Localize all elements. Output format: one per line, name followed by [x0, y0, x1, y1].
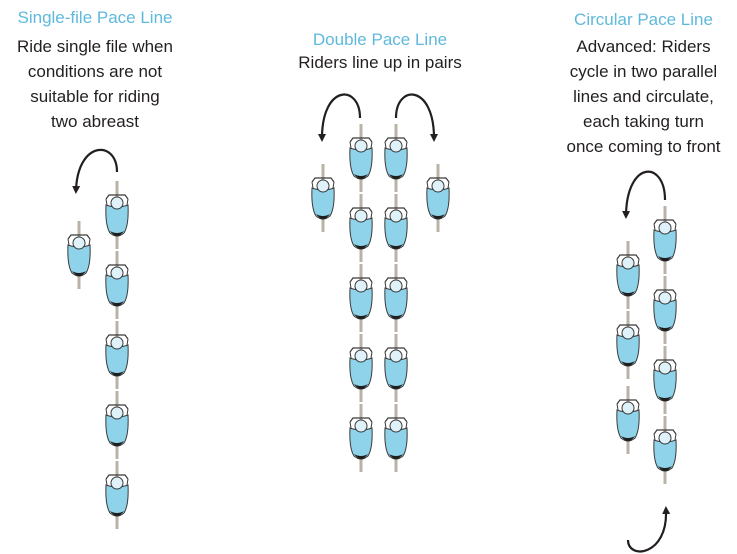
cyclist-top-view-icon	[427, 164, 449, 232]
curved-arrow-icon	[628, 510, 666, 551]
cyclist-top-view-icon	[106, 321, 128, 389]
cyclist-top-view-icon	[385, 124, 407, 192]
cyclist-top-view-icon	[385, 194, 407, 262]
cyclist-top-view-icon	[106, 181, 128, 249]
cyclist-top-view-icon	[617, 311, 639, 379]
curved-arrow-icon	[626, 172, 665, 215]
curved-arrow-icon	[76, 150, 117, 190]
cyclist-top-view-icon	[68, 221, 90, 289]
cyclist-top-view-icon	[106, 391, 128, 459]
cyclist-top-view-icon	[385, 264, 407, 332]
curved-arrow-icon	[396, 95, 434, 138]
cyclist-top-view-icon	[350, 334, 372, 402]
riders-layer	[68, 124, 676, 529]
cyclist-top-view-icon	[654, 346, 676, 414]
cyclist-top-view-icon	[312, 164, 334, 232]
cyclist-top-view-icon	[654, 416, 676, 484]
cyclist-top-view-icon	[106, 461, 128, 529]
cyclist-top-view-icon	[654, 276, 676, 344]
cyclist-top-view-icon	[350, 124, 372, 192]
cyclist-top-view-icon	[350, 194, 372, 262]
curved-arrow-icon	[322, 95, 360, 138]
cyclist-top-view-icon	[617, 241, 639, 309]
cyclist-top-view-icon	[106, 251, 128, 319]
cyclist-top-view-icon	[617, 386, 639, 454]
cyclist-top-view-icon	[385, 404, 407, 472]
cyclist-top-view-icon	[385, 334, 407, 402]
cyclist-top-view-icon	[350, 264, 372, 332]
cyclist-top-view-icon	[654, 206, 676, 274]
cyclist-top-view-icon	[350, 404, 372, 472]
